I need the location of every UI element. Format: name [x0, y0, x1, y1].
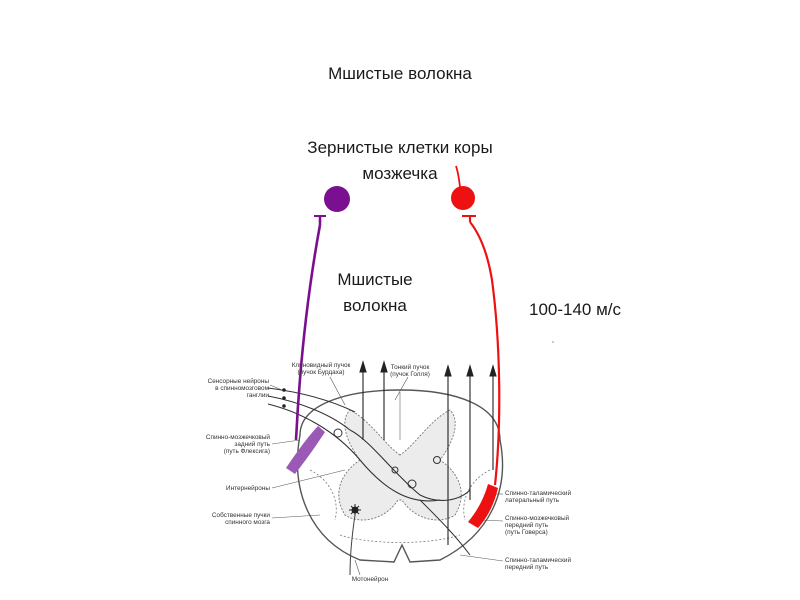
- title-granule-line1: Зернистые клетки коры: [307, 138, 493, 157]
- title-granule-line2: мозжечка: [362, 164, 438, 183]
- label-interneurons: Интернейроны: [226, 485, 270, 492]
- dorsal-sc-line2: задний путь: [234, 441, 270, 449]
- lateral-st-line1: Спинно-таламический: [505, 490, 572, 497]
- ventral-boundary: [339, 534, 461, 543]
- ventral-sc-line1: Спинно-мозжечковый: [505, 515, 570, 522]
- cuneate-line1: Клиновидный пучок: [291, 362, 351, 369]
- title-granule-cells: Зернистые клетки коры мозжечка: [240, 135, 560, 187]
- title-mossy-fibers-top: Мшистые волокна: [328, 64, 472, 83]
- gray-matter: [338, 409, 462, 521]
- lateral-st-line2: латеральный путь: [505, 497, 560, 505]
- label-mossy-fibers-mid: Мшистые волокна: [300, 267, 450, 319]
- label-mid-line1: Мшистые: [337, 270, 413, 289]
- cuneate-line2: (пучок Бурдаха): [297, 369, 345, 377]
- red-axon-tail: [455, 165, 461, 188]
- dorsal-sc-line1: Спинно-мозжечковый: [205, 434, 270, 441]
- red-granule-cell: [451, 186, 475, 210]
- gray-matter-neurons: [333, 428, 441, 489]
- gracile-line1: Тонкий пучок: [390, 364, 430, 371]
- spinal-cord-outline: [296, 389, 504, 563]
- proper-line1: Собственные пучки: [211, 512, 270, 519]
- speed-label: 100-140 м/с: [528, 300, 622, 319]
- ventral-spinocerebellar-band: [468, 484, 498, 528]
- ventral-fiber: [419, 499, 471, 556]
- label-mid-line2: волокна: [343, 296, 407, 315]
- label-lateral-spinothalamic: Спинно-таламический латеральный путь: [505, 490, 571, 504]
- label-dorsal-spinocerebellar: Спинно-мозжечковый задний путь (путь Фле…: [185, 434, 270, 456]
- sensory-line3: ганглии: [246, 392, 269, 400]
- sensory-line2: в спинномозговом: [215, 385, 269, 393]
- purple-mossy-fiber: [294, 224, 322, 441]
- label-proper-fasciculi: Собственные пучки спинного мозга: [185, 512, 270, 526]
- label-anterior-spinothalamic: Спинно-таламический передний путь: [505, 557, 571, 571]
- gracile-line2: (пучок Голля): [390, 371, 430, 379]
- label-gracile-fasciculus: Тонкий пучок (пучок Голля): [380, 364, 440, 378]
- red-mossy-fiber: [469, 221, 501, 486]
- proper-line2: спинного мозга: [225, 519, 270, 527]
- label-ventral-spinocerebellar: Спинно-мозжечковый передний путь (путь Г…: [505, 515, 569, 537]
- motor-axon: [349, 514, 356, 576]
- sensory-line1: Сенсорные нейроны: [207, 378, 269, 385]
- speck: [552, 341, 554, 343]
- label-motoneuron: Мотонейрон: [351, 576, 389, 583]
- motoneuron-star: [349, 504, 361, 516]
- ascending-arrows: [359, 360, 497, 545]
- dorsal-spinocerebellar-band: [286, 426, 325, 474]
- anterior-st-line1: Спинно-таламический: [505, 557, 572, 564]
- purple-granule-cell: [324, 186, 350, 212]
- ventral-sc-line3: (путь Говерса): [505, 529, 548, 537]
- dorsal-sc-line3: (путь Флексига): [223, 448, 270, 456]
- label-sensory-neurons: Сенсорные нейроны в спинномозговом гангл…: [185, 378, 269, 400]
- sensory-fibers: [267, 387, 471, 502]
- anterior-st-line2: передний путь: [505, 564, 549, 572]
- label-cuneate-fasciculus: Клиновидный пучок (пучок Бурдаха): [283, 362, 359, 376]
- ganglion-marks: [282, 388, 286, 408]
- ventral-sc-line2: передний путь: [505, 522, 549, 530]
